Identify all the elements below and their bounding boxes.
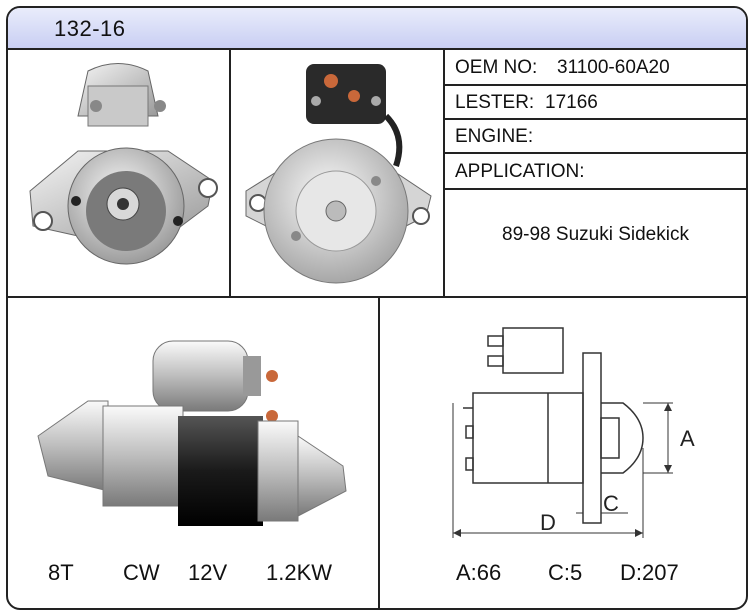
power-spec: 1.2KW bbox=[266, 560, 333, 585]
divider bbox=[443, 48, 445, 296]
header-bar: 132-16 bbox=[8, 8, 746, 50]
starter-front-view-image bbox=[29, 63, 218, 265]
divider bbox=[445, 188, 746, 190]
application-label: APPLICATION: bbox=[455, 161, 585, 182]
rotation-spec: CW bbox=[123, 560, 160, 585]
starter-rear-view-image bbox=[245, 64, 432, 284]
dimension-diagram-image: A C D bbox=[452, 327, 695, 538]
oem-value: 31100-60A20 bbox=[557, 57, 670, 78]
oem-label: OEM NO: bbox=[455, 57, 538, 78]
starter-side-view-image bbox=[37, 340, 347, 526]
voltage-spec: 12V bbox=[188, 560, 228, 585]
engine-row: ENGINE: bbox=[445, 119, 746, 153]
divider bbox=[229, 48, 231, 296]
lester-label: LESTER: bbox=[455, 92, 535, 113]
oem-row: OEM NO: 31100-60A20 bbox=[445, 50, 746, 84]
dim-label-c: C bbox=[603, 491, 619, 516]
dim-c-value: C:5 bbox=[548, 560, 583, 585]
lester-value: 17166 bbox=[545, 92, 598, 113]
product-sheet: 132-16 OEM NO: 31100-60A20 LESTER: 17166… bbox=[6, 6, 748, 610]
dim-label-a: A bbox=[680, 426, 695, 451]
lester-row: LESTER: 17166 bbox=[445, 85, 746, 119]
dim-d-value: D:207 bbox=[620, 560, 679, 585]
part-code: 132-16 bbox=[54, 16, 126, 41]
engine-label: ENGINE: bbox=[455, 126, 534, 147]
divider bbox=[445, 152, 746, 154]
dim-a-value: A:66 bbox=[456, 560, 502, 585]
divider bbox=[445, 118, 746, 120]
application-row: APPLICATION: bbox=[445, 154, 746, 188]
divider bbox=[445, 84, 746, 86]
divider bbox=[378, 298, 380, 608]
dim-label-d: D bbox=[540, 510, 556, 535]
application-value: 89-98 Suzuki Sidekick bbox=[502, 224, 689, 245]
divider bbox=[8, 296, 746, 298]
teeth-spec: 8T bbox=[48, 560, 74, 585]
